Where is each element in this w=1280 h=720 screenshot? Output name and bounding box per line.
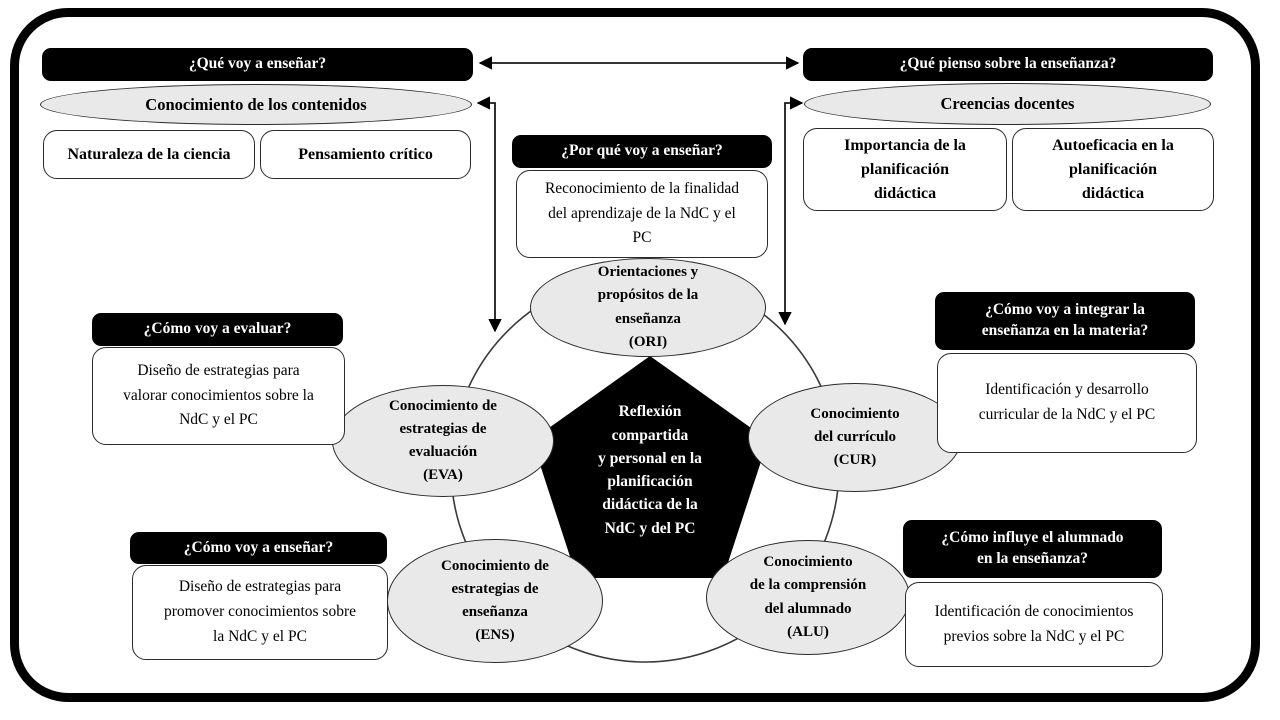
question-how-teach-label: ¿Cómo voy a enseñar? (183, 538, 334, 556)
question-how-integrate: ¿Cómo voy a integrar la enseñanza en la … (935, 292, 1195, 350)
question-beliefs: ¿Qué pienso sobre la enseñanza? (803, 48, 1213, 81)
content-knowledge-label: Conocimiento de los contenidos (145, 94, 367, 114)
question-what-to-teach-label: ¿Qué voy a enseñar? (188, 55, 327, 73)
core-reflection-label: Reflexión compartida y personal en la pl… (598, 403, 702, 537)
question-why-teach-label: ¿Por qué voy a enseñar? (561, 142, 723, 160)
planning-selfefficacy-box: Autoeficacia en la planificación didácti… (1012, 128, 1214, 211)
nature-of-science-box: Naturaleza de la ciencia (43, 130, 255, 179)
evaluation-strategies-label: Conocimiento de estrategias de evaluació… (389, 397, 497, 484)
students-detail-label: Identificación de conocimientos previos … (934, 602, 1134, 645)
why-teach-detail-box: Reconocimiento de la finalidad del apren… (516, 170, 768, 258)
orientations-label: Orientaciones y propósitos de la enseñan… (597, 264, 699, 350)
planning-selfefficacy-label: Autoeficacia en la planificación didácti… (1052, 136, 1174, 202)
planning-importance-label: Importancia de la planificación didáctic… (844, 136, 966, 202)
teach-detail-label: Diseño de estrategias para promover cono… (164, 578, 356, 645)
curriculum-knowledge-ellipse: Conocimiento del currículo (CUR) (748, 383, 962, 492)
left-elbow-arrow (476, 96, 502, 333)
integrate-detail-label: Identificación y desarrollo curricular d… (978, 381, 1156, 423)
integrate-detail-box: Identificación y desarrollo curricular d… (937, 353, 1197, 453)
orientations-ellipse: Orientaciones y propósitos de la enseñan… (530, 258, 766, 357)
critical-thinking-label: Pensamiento crítico (298, 145, 433, 163)
critical-thinking-box: Pensamiento crítico (260, 130, 471, 179)
student-understanding-label: Conocimiento de la comprensión del alumn… (749, 554, 867, 640)
question-what-to-teach: ¿Qué voy a enseñar? (42, 48, 473, 81)
question-how-evaluate-label: ¿Cómo voy a evaluar? (143, 320, 292, 338)
teach-detail-box: Diseño de estrategias para promover cono… (132, 565, 388, 660)
question-how-evaluate: ¿Cómo voy a evaluar? (92, 313, 343, 346)
evaluate-detail-label: Diseño de estrategias para valorar conoc… (123, 361, 314, 429)
teacher-beliefs-ellipse: Creencias docentes (804, 83, 1211, 125)
question-student-influence: ¿Cómo influye el alumnado en la enseñanz… (903, 520, 1162, 578)
teaching-strategies-label: Conocimiento de estrategias de enseñanza… (441, 557, 549, 644)
right-elbow-arrow (778, 96, 804, 326)
question-why-teach: ¿Por qué voy a enseñar? (512, 135, 772, 168)
student-understanding-ellipse: Conocimiento de la comprensión del alumn… (706, 540, 910, 655)
curriculum-knowledge-label: Conocimiento del currículo (CUR) (810, 405, 900, 469)
teaching-strategies-ellipse: Conocimiento de estrategias de enseñanza… (387, 539, 603, 663)
nature-of-science-label: Naturaleza de la ciencia (67, 145, 231, 163)
evaluation-strategies-ellipse: Conocimiento de estrategias de evaluació… (332, 385, 554, 497)
why-teach-detail-label: Reconocimiento de la finalidad del apren… (544, 179, 740, 247)
question-student-influence-label: ¿Cómo influye el alumnado en la enseñanz… (941, 529, 1124, 567)
planning-importance-box: Importancia de la planificación didáctic… (803, 128, 1007, 211)
question-beliefs-label: ¿Qué pienso sobre la enseñanza? (899, 55, 1117, 73)
teacher-beliefs-label: Creencias docentes (940, 94, 1075, 113)
content-knowledge-ellipse: Conocimiento de los contenidos (40, 84, 472, 125)
question-how-teach: ¿Cómo voy a enseñar? (130, 532, 387, 564)
evaluate-detail-box: Diseño de estrategias para valorar conoc… (92, 347, 345, 445)
core-pentagon (532, 356, 768, 578)
students-detail-box: Identificación de conocimientos previos … (905, 582, 1163, 667)
question-how-integrate-label: ¿Cómo voy a integrar la enseñanza en la … (981, 301, 1149, 339)
